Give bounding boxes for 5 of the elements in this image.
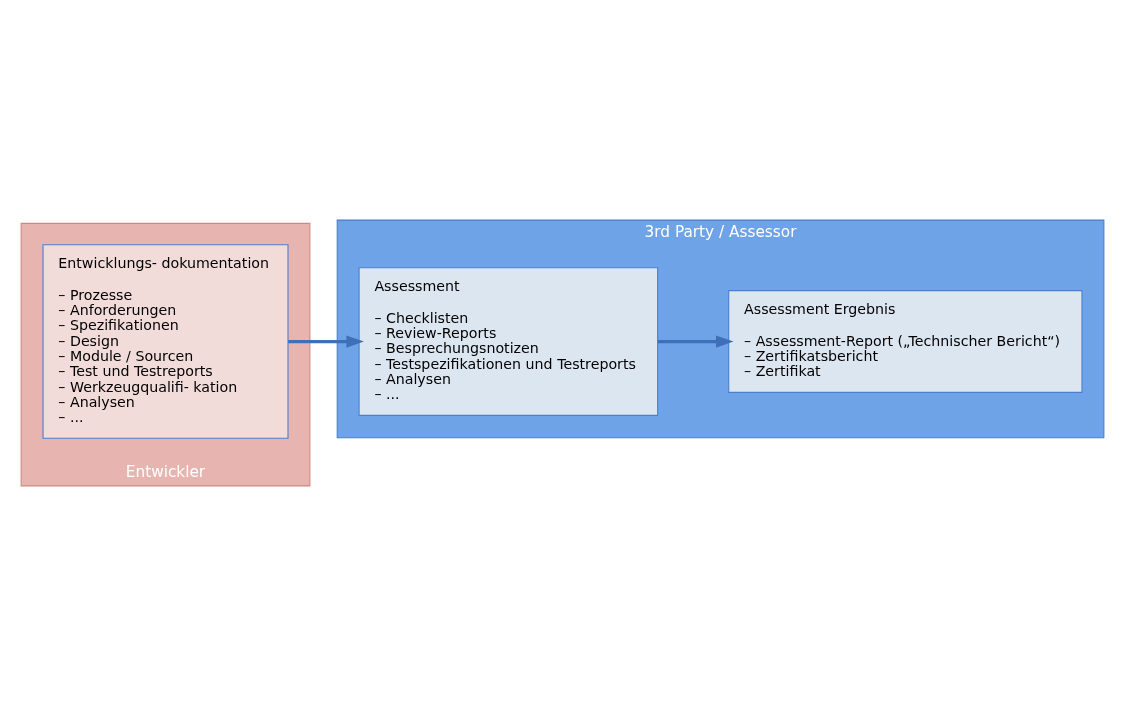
node-box: Entwicklungs- dokumentation – Prozesse – Anforderungen – Spezifikationen – Design – Module / Sourcen – Test und Testreports – Werkzeugqualifi- kation – Analysen – ... xyxy=(42,244,289,439)
arrow xyxy=(288,335,364,348)
node-box: Assessment Ergebnis – Assessment-Report („Technischer Bericht“) – Zertifikatsbericht – Zertifikat xyxy=(728,290,1083,393)
node-box: Assessment – Checklisten – Review-Reports – Besprechungsnotizen – Testspezifikationen und Testreports – Analysen – ... xyxy=(358,267,659,416)
arrow xyxy=(657,335,734,348)
